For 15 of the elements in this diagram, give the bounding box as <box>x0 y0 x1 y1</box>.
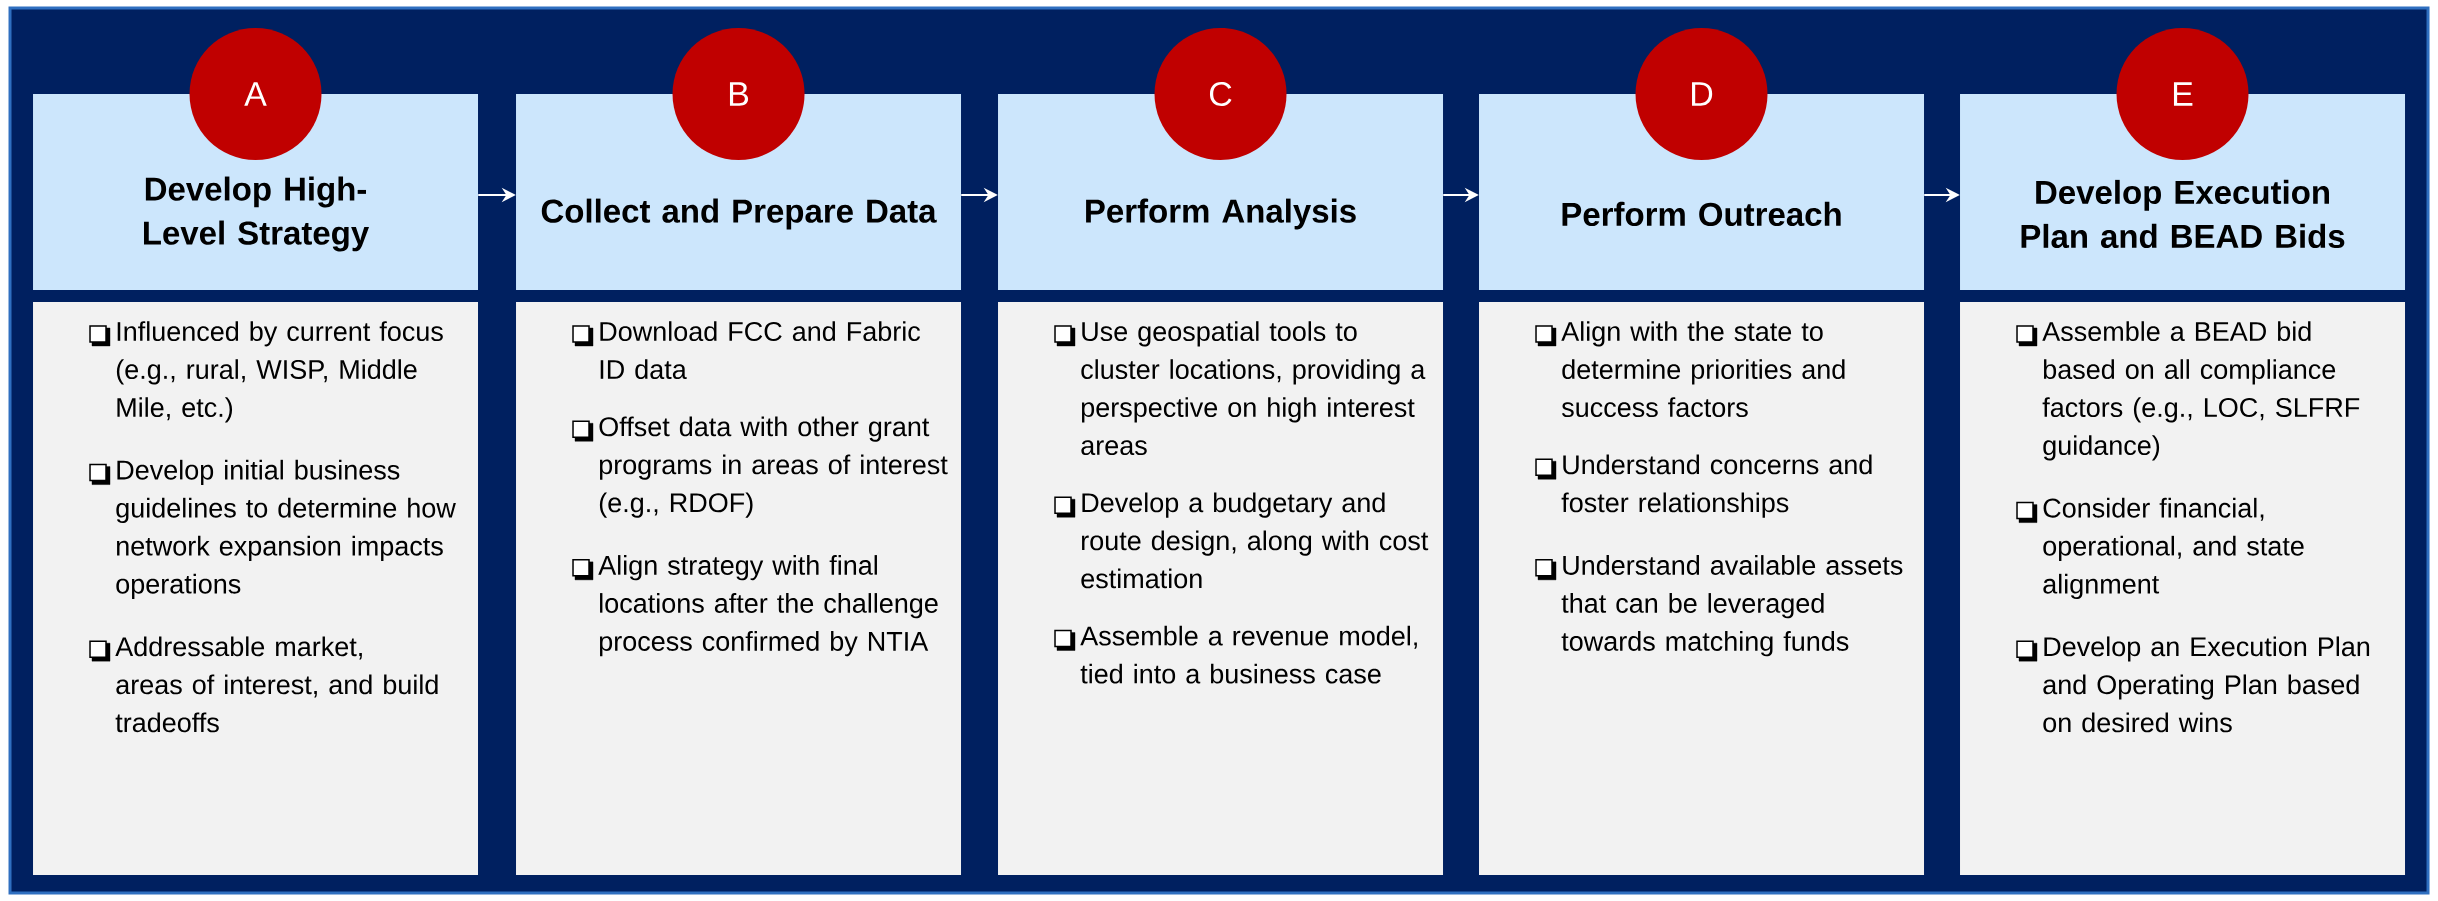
bullet-text: Develop a budgetary and route design, along with cost estimation <box>1081 492 1429 589</box>
bullet-text: Assemble a revenue model, tied into a business case <box>1080 625 1417 684</box>
bullet-text: Develop an Execution Plan and Operating Plan based on desired wins <box>2043 636 2370 733</box>
bullet-text: Align with the state to determine priorities and success factors <box>1561 321 1845 418</box>
bullet-text: Assemble a BEAD bid based on all compliance factors (e.g., LOC, SLFRF guidance) <box>2042 321 2360 461</box>
bullet-text: Offset data with other grant programs in areas of interest (e.g., RDOF) <box>599 416 948 518</box>
bullet-text: Understand concerns and foster relationships <box>1561 454 1872 518</box>
bullet-text: Download FCC and Fabric ID data <box>600 321 921 380</box>
bullet-text: Understand available assets that can be leveraged towards matching funds <box>1561 555 1903 657</box>
bullet-text: Align strategy with final locations after the challenge process confirmed by NTIA <box>598 555 938 657</box>
bullet-text: Addressable market, areas of interest, and build tradeoffs <box>115 636 438 733</box>
bullet-text: Consider financial, operational, and state alignment <box>2043 497 2304 599</box>
bullet-text: Develop initial business guidelines to determine how network expansion impacts operations <box>116 459 456 599</box>
bullet-text: Influenced by current focus (e.g., rural, WISP, Middle Mile, etc.) <box>116 321 443 423</box>
bullet-text: Use geospatial tools to cluster locations, providing a perspective on high interest areas <box>1081 321 1426 456</box>
